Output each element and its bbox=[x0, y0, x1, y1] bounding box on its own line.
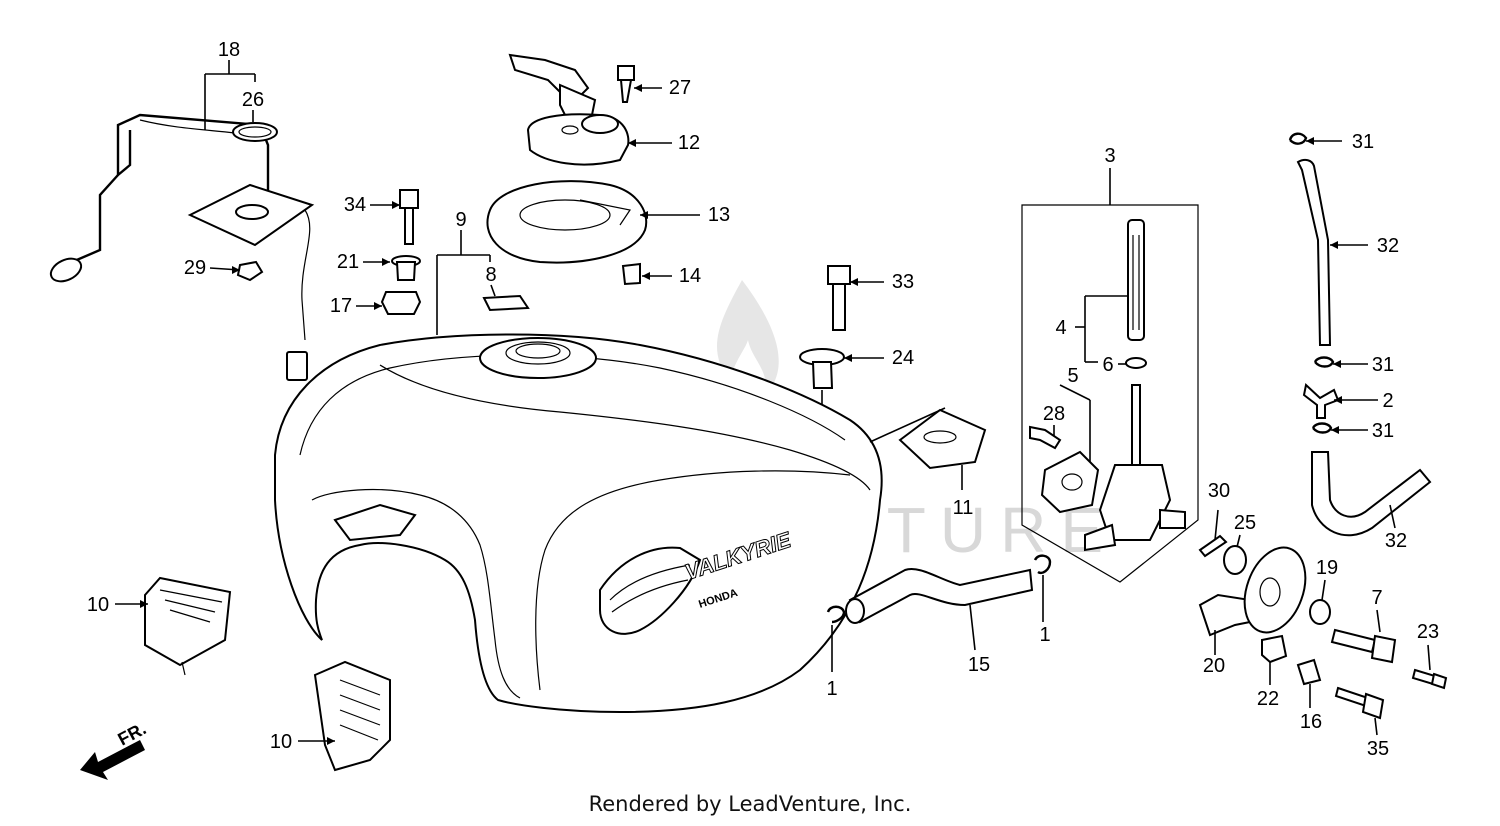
collar[interactable] bbox=[621, 262, 641, 286]
bolt-23[interactable] bbox=[1411, 668, 1448, 690]
callout-13: 13 bbox=[708, 204, 730, 226]
callout-17: 17 bbox=[330, 295, 352, 317]
callout-22: 22 bbox=[1257, 688, 1279, 710]
callout-4: 4 bbox=[1055, 317, 1066, 339]
callout-32-upper: 32 bbox=[1377, 235, 1399, 257]
callout-12: 12 bbox=[678, 132, 700, 154]
callout-20: 20 bbox=[1203, 655, 1225, 677]
callout-8: 8 bbox=[485, 264, 496, 286]
callout-11: 11 bbox=[953, 497, 974, 519]
tube-clip-left[interactable] bbox=[826, 605, 846, 624]
callout-31-mid: 31 bbox=[1372, 354, 1394, 376]
callout-labels: 18 26 29 34 21 17 9 8 27 12 13 14 33 24 … bbox=[87, 39, 1439, 760]
callout-9: 9 bbox=[455, 209, 466, 231]
tank-cover[interactable] bbox=[486, 180, 648, 264]
callout-23: 23 bbox=[1417, 621, 1439, 643]
callout-34: 34 bbox=[344, 194, 366, 216]
callout-33: 33 bbox=[892, 271, 914, 293]
flange-bolt-35[interactable] bbox=[1334, 686, 1385, 720]
callout-1-right: 1 bbox=[1039, 624, 1050, 646]
callout-18: 18 bbox=[218, 39, 240, 61]
front-direction-label: FR. bbox=[114, 718, 149, 749]
callout-19: 19 bbox=[1316, 557, 1338, 579]
tube-clip-31c[interactable] bbox=[1311, 422, 1333, 434]
callout-32-lower: 32 bbox=[1385, 530, 1407, 552]
callout-16: 16 bbox=[1300, 711, 1322, 733]
fuel-cap-with-key[interactable] bbox=[508, 53, 630, 166]
leader-arrowheads bbox=[140, 84, 1342, 745]
collar-rubber-mount[interactable] bbox=[391, 255, 421, 281]
heat-guard-upper[interactable] bbox=[144, 576, 232, 676]
callout-25: 25 bbox=[1234, 512, 1256, 534]
footer-credit: Rendered by LeadVenture, Inc. bbox=[588, 792, 912, 816]
fuel-valve-assembly[interactable] bbox=[1021, 204, 1199, 583]
collar-24[interactable] bbox=[799, 348, 845, 389]
callout-15: 15 bbox=[968, 654, 990, 676]
callout-10-lower: 10 bbox=[270, 731, 292, 753]
fuel-tube[interactable] bbox=[845, 568, 1034, 624]
callout-6: 6 bbox=[1102, 354, 1113, 376]
callout-14: 14 bbox=[679, 265, 701, 287]
cap-screw[interactable] bbox=[617, 65, 635, 103]
washer-19[interactable] bbox=[1309, 599, 1331, 625]
callout-1-left: 1 bbox=[826, 678, 837, 700]
flange-bolt-upper[interactable] bbox=[399, 189, 419, 245]
rubber-mount[interactable] bbox=[380, 291, 422, 315]
tube-clip-right[interactable] bbox=[1033, 554, 1052, 575]
fuel-tank[interactable]: VALKYRIE HONDA bbox=[274, 333, 883, 714]
callout-31-top: 31 bbox=[1352, 131, 1374, 153]
grommet-22[interactable] bbox=[1261, 634, 1288, 664]
heat-guard-lower[interactable] bbox=[313, 660, 391, 772]
tank-rear-rubber[interactable] bbox=[898, 408, 987, 470]
callout-2: 2 bbox=[1382, 390, 1393, 412]
callout-21: 21 bbox=[337, 251, 359, 273]
rubber-pad[interactable] bbox=[482, 294, 530, 312]
special-bolt-7[interactable] bbox=[1330, 628, 1397, 664]
callout-35: 35 bbox=[1367, 738, 1389, 760]
callout-28: 28 bbox=[1043, 403, 1065, 425]
fuel-level-sender[interactable] bbox=[47, 113, 315, 381]
front-direction-arrow: FR. bbox=[80, 718, 149, 780]
callout-26: 26 bbox=[242, 89, 264, 111]
bolt-30[interactable] bbox=[1198, 534, 1228, 558]
callout-31-low: 31 bbox=[1372, 420, 1394, 442]
callout-29: 29 bbox=[184, 257, 206, 279]
tube-clip-31b[interactable] bbox=[1313, 356, 1335, 368]
callout-5: 5 bbox=[1067, 365, 1078, 387]
breather-tube-upper[interactable] bbox=[1296, 158, 1332, 346]
tube-clip-31a[interactable] bbox=[1288, 132, 1308, 145]
flange-nut[interactable] bbox=[236, 260, 264, 282]
callout-10-upper: 10 bbox=[87, 594, 109, 616]
callout-7: 7 bbox=[1371, 587, 1382, 609]
callout-30: 30 bbox=[1208, 480, 1230, 502]
joint-three-way[interactable] bbox=[1302, 383, 1340, 419]
valve-bracket[interactable] bbox=[1198, 539, 1316, 641]
callout-24: 24 bbox=[892, 347, 914, 369]
o-ring[interactable] bbox=[232, 122, 278, 142]
collar-16[interactable] bbox=[1296, 658, 1322, 686]
flange-bolt-33[interactable] bbox=[827, 265, 851, 331]
washer-25[interactable] bbox=[1223, 545, 1247, 575]
callout-27: 27 bbox=[669, 77, 691, 99]
callout-3: 3 bbox=[1104, 145, 1115, 167]
breather-tube-lower[interactable] bbox=[1311, 451, 1432, 537]
